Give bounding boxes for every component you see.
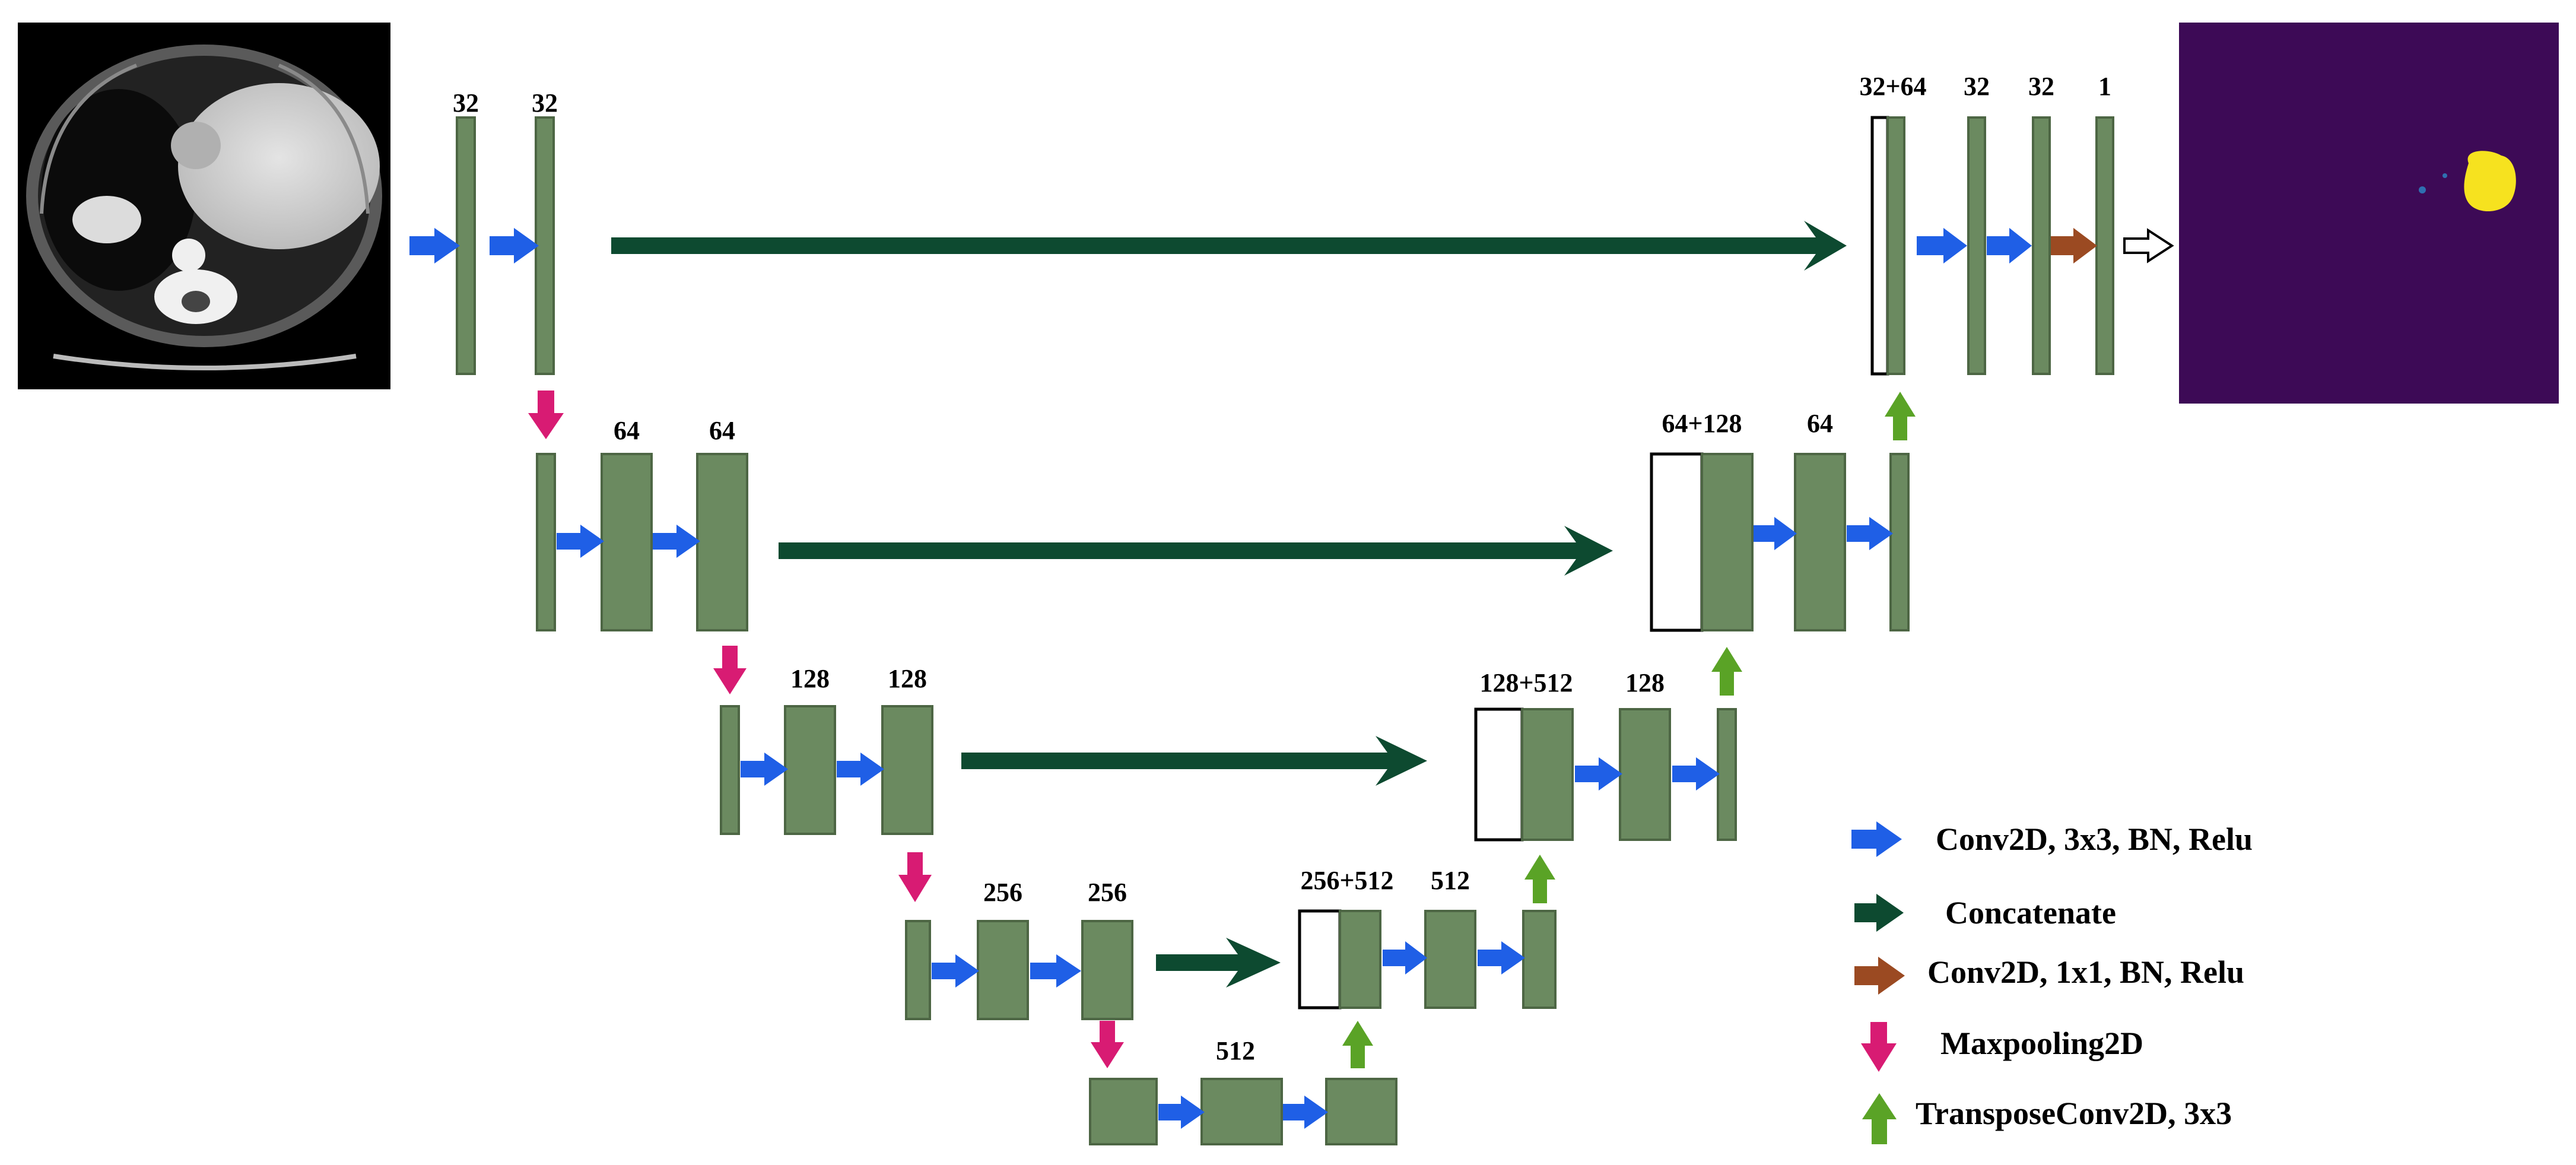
conv-3x3-arrow-icon	[1478, 941, 1525, 974]
transpose-conv-arrow-icon	[1711, 647, 1742, 696]
bottleneck-block-a	[1089, 1078, 1158, 1145]
transpose-conv-arrow-icon	[1885, 392, 1916, 440]
legend: Conv2D, 3x3, BN, Relu Concatenate Conv2D…	[1851, 821, 2253, 1144]
concatenate-arrow-icon	[961, 736, 1427, 786]
output-label: 1	[2098, 72, 2111, 101]
enc3-label-b: 128	[888, 664, 927, 693]
skip-arrows	[611, 221, 1847, 988]
dec1-concat-white	[1870, 116, 1889, 376]
transpose-conv-arrow-icon	[1862, 1093, 1897, 1144]
pool-arrows	[528, 391, 1124, 1068]
conv-3x3-arrow-icon	[1575, 757, 1622, 791]
legend-label-conv3x3: Conv2D, 3x3, BN, Relu	[1936, 821, 2253, 857]
enc4-label-a: 256	[983, 878, 1022, 907]
dec2-block-b	[1889, 453, 1910, 631]
enc3-block-b	[881, 705, 933, 835]
legend-label-transpose: TransposeConv2D, 3x3	[1916, 1096, 2232, 1131]
enc2-label-b: 64	[709, 416, 735, 445]
concatenate-arrow-icon	[779, 526, 1613, 576]
enc4-block-pool	[905, 920, 931, 1020]
conv-3x3-arrow-icon	[1672, 757, 1720, 791]
maxpool-arrow-icon	[1091, 1021, 1124, 1068]
dec2-concat-label: 64+128	[1662, 409, 1742, 438]
conv-3x3-arrow-icon	[1851, 821, 1902, 857]
dec1-label-b: 32	[2028, 72, 2054, 101]
enc1-label-a: 32	[453, 88, 479, 118]
conv-3x3-arrow-icon	[1847, 517, 1893, 550]
concatenate-arrow-icon	[1156, 938, 1281, 988]
maxpool-arrow-icon	[1861, 1022, 1897, 1072]
input-ct-image	[18, 23, 390, 389]
dec3-out-label: 128	[1625, 668, 1665, 697]
enc3-block-pool	[720, 705, 740, 835]
dec4-block-a	[1424, 910, 1476, 1009]
dec4-concat-green	[1339, 910, 1381, 1009]
conv-3x3-arrow-icon	[1987, 228, 2032, 264]
bottleneck-label: 512	[1216, 1036, 1255, 1065]
dec3-block-a	[1619, 708, 1671, 841]
output-arrow-icon	[2123, 228, 2174, 264]
dec3-concat-label: 128+512	[1479, 668, 1573, 697]
enc2-block-pool	[536, 453, 556, 631]
enc2-label-a: 64	[614, 416, 640, 445]
dec4-concat-label: 256+512	[1300, 866, 1393, 895]
dec3-concat-green	[1521, 708, 1574, 841]
conv-3x3-arrow-icon	[557, 525, 604, 558]
dec1-label-a: 32	[1964, 72, 1990, 101]
conv-3x3-arrow-icon	[1283, 1096, 1328, 1129]
concatenate-arrow-icon	[611, 221, 1847, 271]
bottleneck-block-b	[1200, 1078, 1283, 1145]
dec2-out-label: 64	[1807, 409, 1833, 438]
conv-3x3-arrow-icon	[1383, 941, 1427, 974]
conv-3x3-arrow-icon	[1754, 517, 1797, 550]
dec1-block-b	[2032, 116, 2051, 375]
transpose-conv-arrow-icon	[1342, 1021, 1373, 1068]
enc4-block-b	[1081, 920, 1133, 1020]
maxpool-arrow-icon	[713, 646, 747, 694]
conv-1x1-arrow-icon	[2051, 228, 2097, 264]
dec4-out-label: 512	[1431, 866, 1470, 895]
enc3-block-a	[784, 705, 836, 835]
output-mask-image	[2179, 23, 2559, 404]
conv-1x1-arrow-icon	[1854, 957, 1905, 995]
dec2-block-a	[1794, 453, 1846, 631]
dec2-concat-white	[1650, 452, 1704, 632]
enc3-label-a: 128	[790, 664, 830, 693]
enc1-label-b: 32	[532, 88, 558, 118]
dec1-concat-label: 32+64	[1859, 72, 1926, 101]
enc2-block-b	[696, 453, 748, 631]
conv-3x3-arrow-icon	[741, 753, 788, 786]
legend-label-conv1x1: Conv2D, 1x1, BN, Relu	[1927, 954, 2244, 990]
output-block	[2095, 116, 2114, 375]
conv-3x3-arrow-icon	[837, 753, 884, 786]
conv-3x3-arrow-icon	[409, 228, 460, 264]
conv-3x3-arrow-icon	[490, 228, 539, 264]
maxpool-arrow-icon	[898, 852, 932, 902]
dec2-concat-green	[1701, 453, 1754, 631]
conv-arrows	[409, 228, 2032, 1129]
dec4-block-b	[1522, 910, 1557, 1009]
conv-3x3-arrow-icon	[1917, 228, 1967, 264]
enc2-block-a	[601, 453, 653, 631]
dec4-concat-white	[1298, 909, 1342, 1010]
legend-label-maxpool: Maxpooling2D	[1940, 1026, 2143, 1061]
conv-3x3-arrow-icon	[1158, 1096, 1205, 1129]
enc4-label-b: 256	[1088, 878, 1127, 907]
conv-3x3-arrow-icon	[932, 954, 979, 988]
dec1-block-a	[1967, 116, 1986, 375]
conv-3x3-arrow-icon	[653, 525, 700, 558]
legend-label-concatenate: Concatenate	[1945, 895, 2116, 931]
concatenate-arrow-icon	[1854, 894, 1904, 932]
conv-3x3-arrow-icon	[1030, 954, 1081, 988]
transpose-conv-arrow-icon	[1524, 855, 1555, 903]
enc4-block-a	[977, 920, 1029, 1020]
dec1-concat-green	[1886, 116, 1905, 375]
bottleneck-block-c	[1325, 1078, 1397, 1145]
dec3-block-b	[1717, 708, 1737, 841]
up-arrows	[1342, 392, 1916, 1068]
maxpool-arrow-icon	[528, 391, 564, 439]
dec3-concat-white	[1474, 707, 1524, 842]
